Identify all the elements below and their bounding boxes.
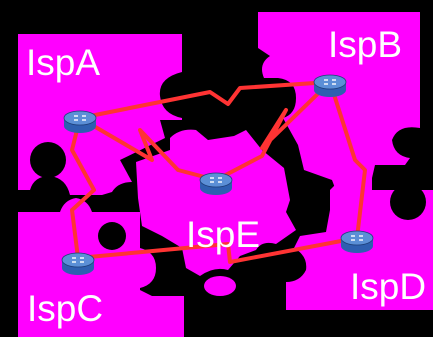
link-ispa-ispc xyxy=(70,117,96,259)
link-ispc-ispd xyxy=(77,236,358,264)
links xyxy=(70,80,367,264)
cutout-knob xyxy=(98,222,126,250)
label-ispe: IspE xyxy=(186,214,261,255)
link-ispa-ispb xyxy=(79,80,331,120)
cutout-knob xyxy=(390,184,426,220)
label-ispa: IspA xyxy=(26,42,101,83)
label-ispc: IspC xyxy=(27,288,104,329)
link-ispa-ispe xyxy=(78,116,217,182)
label-ispd: IspD xyxy=(350,266,427,307)
router-icon-ispd xyxy=(340,230,374,253)
link-ispb-ispe xyxy=(215,80,332,182)
link-ispb-ispd xyxy=(328,81,367,239)
puzzle-piece-ispc xyxy=(18,198,184,337)
router-icon-ispb xyxy=(313,74,347,97)
router-icon-ispe xyxy=(199,172,233,195)
router-icon-ispc xyxy=(61,252,95,275)
cutout-knob xyxy=(30,142,66,178)
puzzle-knob xyxy=(204,276,236,296)
label-ispb: IspB xyxy=(328,24,403,65)
router-icon-ispa xyxy=(63,110,97,133)
routers xyxy=(61,74,374,275)
